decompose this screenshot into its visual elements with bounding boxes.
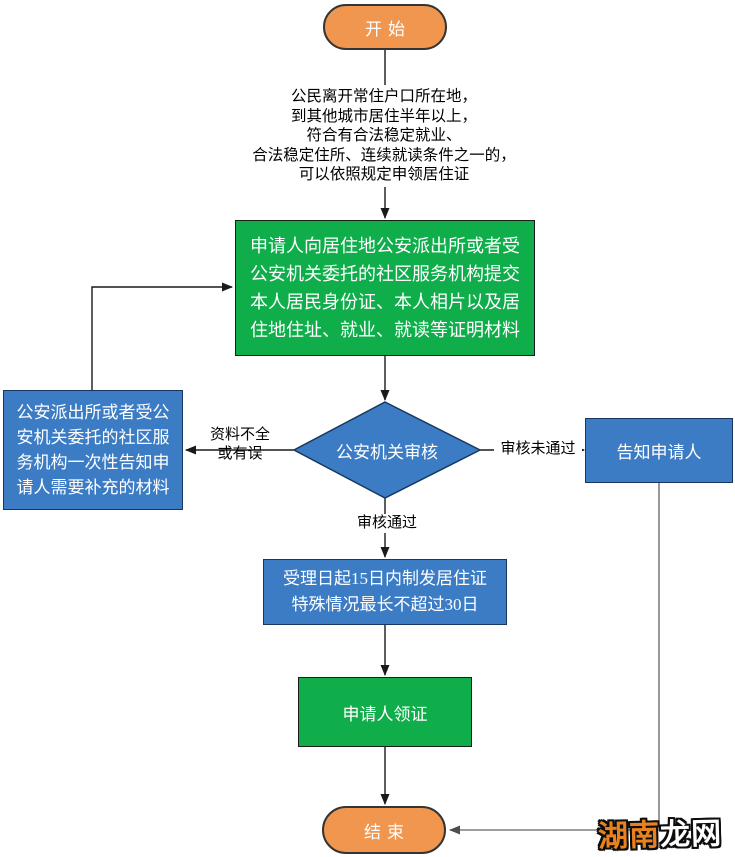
review-fail-label: 审核未通过 <box>494 440 582 459</box>
start-label: 开始 <box>365 19 411 39</box>
supplement-notice-text: 公安派出所或者受公 安机关委托的社区服 务机构一次性告知申 请人需要补充的材料 <box>16 403 170 497</box>
receive-permit-text: 申请人领证 <box>342 704 428 724</box>
end-terminator: 结束 <box>322 806 446 854</box>
supplement-notice-box: 公安派出所或者受公 安机关委托的社区服 务机构一次性告知申 请人需要补充的材料 <box>3 390 183 510</box>
submit-materials-box: 申请人向居住地公安派出所或者受 公安机关委托的社区服务机构提交 本人居民身份证、… <box>235 220 535 356</box>
review-diamond-shape <box>292 401 482 499</box>
notify-applicant-box: 告知申请人 <box>585 418 733 483</box>
intro-condition-text: 公民离开常住户口所在地， 到其他城市居住半年以上， 符合有合法稳定就业、 合法稳… <box>252 88 516 183</box>
end-label: 结束 <box>364 822 410 842</box>
site-watermark: 湖南龙网 <box>597 808 723 855</box>
start-terminator: 开始 <box>323 4 447 50</box>
issue-permit-text: 受理日起15日内制发居住证 特殊情况最长不超过30日 <box>283 569 487 614</box>
review-diamond-label: 公安机关审核 <box>336 442 438 462</box>
connector-notify-to-end <box>449 483 660 835</box>
issue-permit-box: 受理日起15日内制发居住证 特殊情况最长不超过30日 <box>263 559 507 625</box>
review-pass-label: 审核通过 <box>350 514 424 533</box>
watermark-white-part: 龙网 <box>659 816 723 853</box>
watermark-orange-part: 湖南 <box>597 818 661 855</box>
notify-applicant-text: 告知申请人 <box>616 443 702 462</box>
connector-supplement-to-submit <box>91 282 233 390</box>
incomplete-data-label: 资料不全 或有误 <box>209 427 270 462</box>
receive-permit-box: 申请人领证 <box>298 677 472 747</box>
submit-materials-text: 申请人向居住地公安派出所或者受 公安机关委托的社区服务机构提交 本人居民身份证、… <box>250 236 520 340</box>
